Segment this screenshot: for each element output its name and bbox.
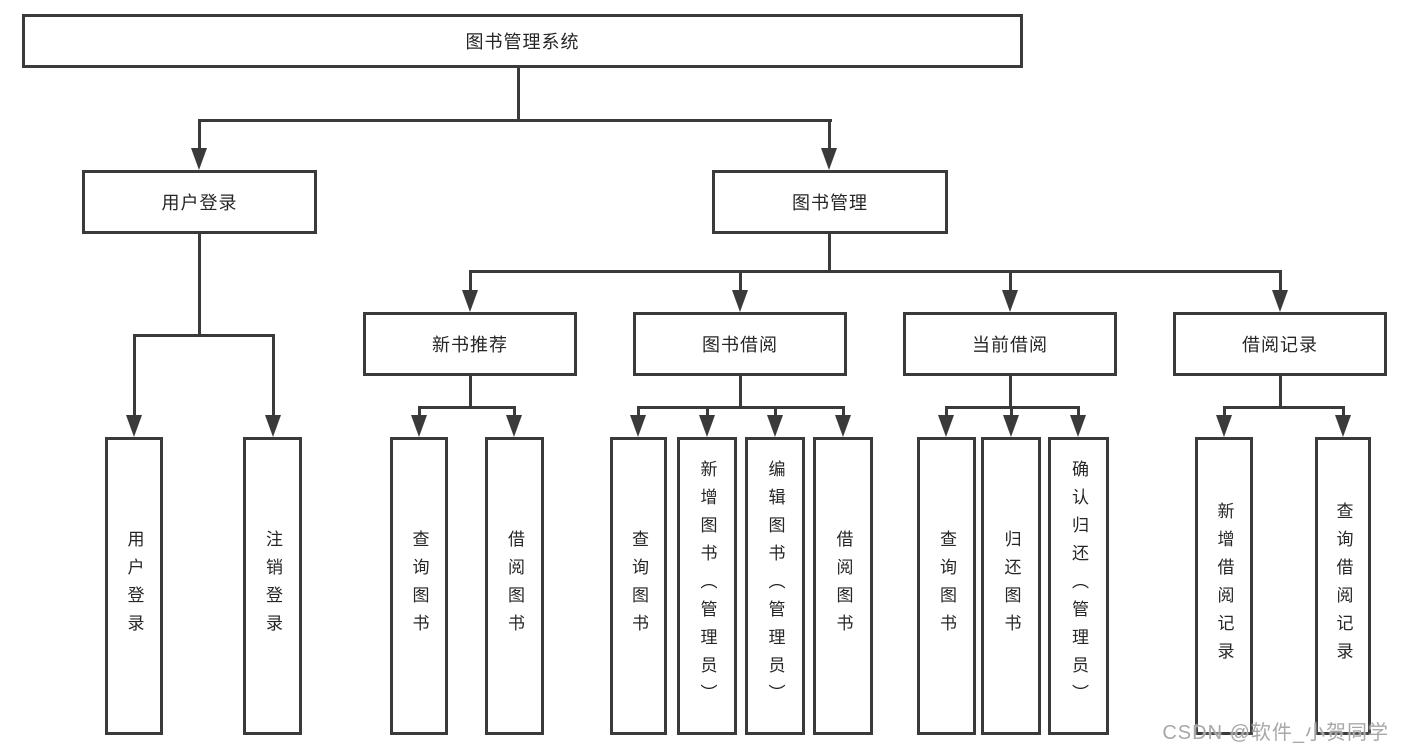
leaf-query-books-borrowing: 查询图书 [610,437,667,735]
leaf-label: 查询借阅记录 [1333,502,1353,670]
connector-arrow-stem [1342,406,1345,417]
arrowhead-icon [1216,415,1232,437]
leaf-label: 新增借阅记录 [1214,502,1234,670]
connector-arrow-stem [1077,406,1080,417]
connector-group2-stem [739,376,742,409]
arrowhead-icon [699,415,715,437]
arrowhead-icon [1335,415,1351,437]
leaf-logout: 注销登录 [243,437,302,735]
leaf-edit-books-admin: 编辑图书（管理员） [745,437,805,735]
arrowhead-icon [1272,290,1288,312]
arrowhead-icon [630,415,646,437]
leaf-add-borrow-record: 新增借阅记录 [1195,437,1253,735]
connector-arrow-stem [513,406,516,417]
connector-arrow-stem [198,119,201,150]
arrowhead-icon [506,415,522,437]
arrowhead-icon [835,415,851,437]
node-user-login: 用户登录 [82,170,317,234]
connector-arrow-stem [1279,270,1282,292]
connector-arrow-stem [1223,406,1226,417]
connector-arrow-stem [739,270,742,292]
connector-userlogin-rail [133,334,275,337]
leaf-label: 借阅图书 [833,530,853,642]
arrowhead-icon [265,415,281,437]
leaf-query-borrow-record: 查询借阅记录 [1315,437,1371,735]
connector-userlogin-stem [198,234,201,336]
connector-root-stem [517,68,520,120]
node-book-borrowing: 图书借阅 [633,312,847,376]
arrowhead-icon [767,415,783,437]
leaf-label: 借阅图书 [505,530,524,642]
node-root: 图书管理系统 [22,14,1023,68]
leaf-label: 查询图书 [937,530,956,642]
connector-arrow-stem [774,406,777,417]
leaf-add-books-admin: 新增图书（管理员） [677,437,737,735]
connector-group4-stem [1279,376,1282,409]
node-current-borrowing: 当前借阅 [903,312,1117,376]
connector-root-rail [198,119,832,122]
arrowhead-icon [732,290,748,312]
connector-group2-rail [637,406,845,409]
arrowhead-icon [1002,290,1018,312]
connector-bookmgmt-stem [828,234,831,273]
arrowhead-icon [126,415,142,437]
leaf-user-login: 用户登录 [105,437,163,735]
leaf-label: 归还图书 [1001,530,1021,642]
arrowhead-icon [938,415,954,437]
leaf-confirm-return-admin: 确认归还（管理员） [1048,437,1109,735]
leaf-query-books-current: 查询图书 [917,437,976,735]
connector-arrow-stem [418,406,421,417]
watermark: CSDN @软件_小贺同学 [1162,722,1389,744]
connector-group1-rail [418,406,516,409]
connector-arrow-stem [1009,270,1012,292]
connector-arrow-stem [637,406,640,417]
connector-arrow-stem [945,406,948,417]
connector-group3-stem [1009,376,1012,409]
connector-arrow-stem [1010,406,1013,417]
connector-arrow-stem [842,406,845,417]
leaf-query-books-recommend: 查询图书 [390,437,448,735]
leaf-label: 确认归还（管理员） [1069,460,1088,712]
arrowhead-icon [191,148,207,170]
arrowhead-icon [1070,415,1086,437]
leaf-label: 查询图书 [629,530,648,642]
connector-group1-stem [469,376,472,409]
connector-arrow-stem [706,406,709,417]
leaf-label: 查询图书 [409,530,429,642]
leaf-label: 用户登录 [124,530,144,642]
leaf-label: 编辑图书（管理员） [765,460,785,712]
leaf-label: 注销登录 [263,530,282,642]
node-borrowing-records: 借阅记录 [1173,312,1387,376]
leaf-return-books: 归还图书 [981,437,1041,735]
leaf-borrow-books-recommend: 借阅图书 [485,437,544,735]
leaf-borrow-books: 借阅图书 [813,437,873,735]
node-new-book-recommend: 新书推荐 [363,312,577,376]
connector-arrow-stem [133,334,136,417]
connector-bookmgmt-rail [469,270,1282,273]
connector-arrow-stem [469,270,472,292]
connector-arrow-stem [272,334,275,417]
leaf-label: 新增图书（管理员） [697,460,717,712]
connector-group4-rail [1223,406,1345,409]
connector-arrow-stem [828,119,831,150]
arrowhead-icon [462,290,478,312]
arrowhead-icon [821,148,837,170]
node-book-management: 图书管理 [712,170,948,234]
arrowhead-icon [1003,415,1019,437]
arrowhead-icon [411,415,427,437]
